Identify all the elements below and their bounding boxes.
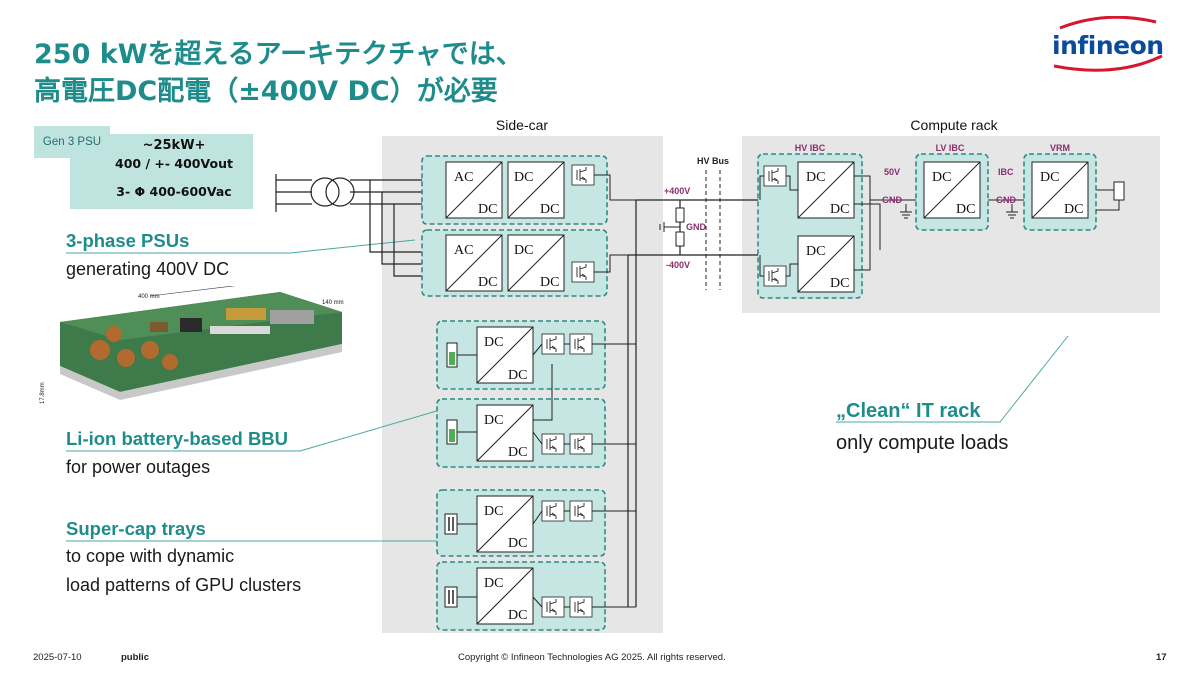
switch-icon: [571, 261, 595, 283]
psu-heading: 3-phase PSUs: [66, 230, 190, 251]
bbu-subtext: for power outages: [66, 457, 211, 477]
dc-label: DC: [830, 202, 849, 217]
dc-label: DC: [508, 536, 527, 551]
supercap-icon: [444, 586, 458, 608]
supercap-icon: [444, 513, 458, 535]
supercap-subtext-1: to cope with dynamic: [66, 546, 235, 566]
dc-label: DC: [540, 202, 559, 217]
dc-label: DC: [1040, 170, 1059, 185]
minus-400v-label: -400V: [666, 260, 690, 270]
dc-label: DC: [508, 445, 527, 460]
dc-label: DC: [484, 413, 503, 428]
psu-module-1: AC DC DC DC: [421, 155, 608, 225]
gen3-badge: Gen 3 PSU: [34, 126, 110, 158]
switch-icon: [571, 164, 595, 186]
dc-label: DC: [956, 202, 975, 217]
dc-label: DC: [478, 275, 497, 290]
gnd-label-50v: GND: [882, 195, 903, 205]
dc-label: DC: [932, 170, 951, 185]
spec-vac: 3- Φ 400-600Vac: [116, 184, 232, 199]
switch-icon: [763, 265, 787, 287]
50v-label: 50V: [884, 167, 900, 177]
dc-label: DC: [484, 504, 503, 519]
bbu-module-1: DC DC: [436, 320, 606, 390]
switch-icon: [569, 500, 593, 522]
dc-label: DC: [508, 608, 527, 623]
gnd-label-ibc: GND: [996, 195, 1017, 205]
load-resistor-icon: [1113, 181, 1125, 201]
inductor-icon: [90, 340, 110, 360]
spec-vout: 400 / +- 400Vout: [115, 156, 233, 171]
dc-label: DC: [1064, 202, 1083, 217]
footer-date: 2025-07-10: [33, 652, 82, 663]
supercap-heading: Super-cap trays: [66, 518, 206, 539]
supercap-module-1: DC DC: [436, 489, 606, 557]
switch-icon: [763, 165, 787, 187]
vrm-label: VRM: [1050, 143, 1070, 153]
infineon-logo: infineon: [1052, 16, 1164, 72]
dc-label: DC: [508, 368, 527, 383]
clean-rack-heading: „Clean“ IT rack: [836, 400, 981, 422]
ac-label: AC: [454, 243, 473, 258]
psu-module-2: AC DC DC DC: [421, 229, 608, 297]
switch-icon: [541, 433, 565, 455]
dc-label: DC: [484, 576, 503, 591]
dc-label: DC: [514, 243, 533, 258]
sidecar-title: Side-car: [496, 117, 548, 133]
pcb-depth-label: 140 mm: [322, 300, 344, 306]
supercap-module-2: DC DC: [436, 561, 606, 631]
hv-ibc-label: HV IBC: [795, 143, 826, 153]
title-line-2: 高電圧DC配電（±400V DC）が必要: [34, 76, 498, 107]
switch-icon: [569, 596, 593, 618]
transformer-icon: [310, 177, 340, 207]
lv-ibc-label: LV IBC: [936, 143, 965, 153]
psu-board-image: 400 mm 140 mm 17.8mm: [40, 286, 344, 404]
compute-rack-title: Compute rack: [910, 117, 998, 133]
footer-classification: public: [121, 652, 149, 663]
switch-icon: [541, 500, 565, 522]
ac-label: AC: [454, 170, 473, 185]
supercap-subtext-2: load patterns of GPU clusters: [66, 575, 302, 595]
gnd-label-hv: GND: [686, 222, 707, 232]
spec-power: ~25kW+: [142, 138, 206, 153]
pcb-height-label: 17.8mm: [40, 382, 46, 404]
dc-label: DC: [514, 170, 533, 185]
dc-label: DC: [484, 335, 503, 350]
clean-rack-subtext: only compute loads: [836, 432, 1009, 454]
dc-label: DC: [806, 170, 825, 185]
switch-icon: [541, 596, 565, 618]
footer-copyright: Copyright © Infineon Technologies AG 202…: [458, 652, 726, 663]
bbu-heading: Li-ion battery-based BBU: [66, 428, 289, 449]
title-line-1: 250 kWを超えるアーキテクチャでは、: [34, 39, 523, 70]
switch-icon: [541, 333, 565, 355]
pcb-width-label: 400 mm: [138, 294, 160, 300]
hv-bus-label: HV Bus: [697, 156, 729, 166]
switch-icon: [569, 333, 593, 355]
psu-subtext: generating 400V DC: [66, 259, 230, 279]
plus-400v-label: +400V: [664, 186, 690, 196]
dc-label: DC: [478, 202, 497, 217]
logo-text: infineon: [1052, 31, 1164, 60]
slide-title: 250 kWを超えるアーキテクチャでは、 高電圧DC配電（±400V DC）が必…: [34, 36, 523, 110]
dc-label: DC: [830, 276, 849, 291]
dc-label: DC: [540, 275, 559, 290]
switch-icon: [569, 433, 593, 455]
bbu-module-2: DC DC: [436, 398, 606, 468]
ibc-label: IBC: [998, 167, 1014, 177]
page-number: 17: [1156, 652, 1167, 663]
dc-label: DC: [806, 244, 825, 259]
